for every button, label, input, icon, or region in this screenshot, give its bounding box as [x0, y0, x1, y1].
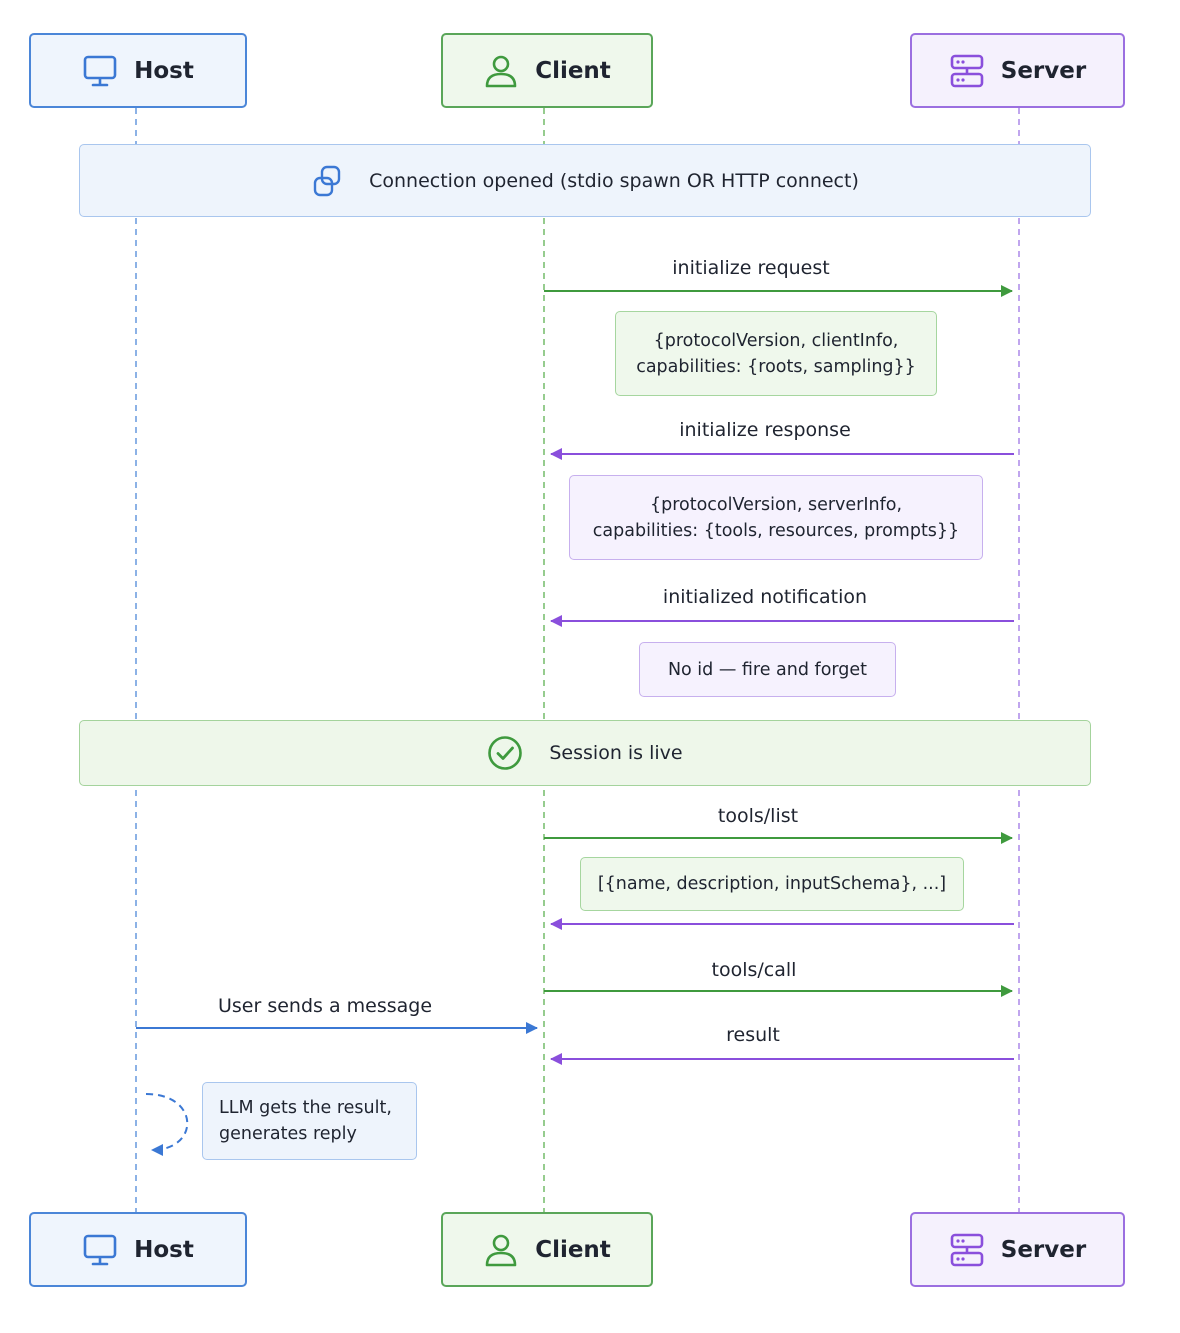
- note-line: capabilities: {roots, sampling}}: [636, 356, 916, 377]
- server-actor-top: Server: [910, 33, 1125, 108]
- user-message-label: User sends a message: [217, 995, 433, 1017]
- tools-list-label: tools/list: [717, 805, 799, 827]
- tools-call-label: tools/call: [711, 959, 797, 981]
- connection-label: Connection opened (stdio spawn OR HTTP c…: [369, 169, 859, 192]
- tools-list-note: [{name, description, inputSchema}, ...]: [580, 857, 964, 911]
- server-icon: [950, 54, 984, 87]
- link-icon: [313, 165, 341, 196]
- initialized-label: initialized notification: [662, 586, 868, 608]
- init-response-label: initialize response: [679, 419, 851, 441]
- check-circle-icon: [488, 736, 523, 770]
- init-response-note: {protocolVersion, serverInfo, capabiliti…: [569, 475, 983, 560]
- init-request-label: initialize request: [672, 257, 830, 279]
- server-actor-bottom: Server: [910, 1212, 1125, 1287]
- init-request-note: {protocolVersion, clientInfo, capabiliti…: [615, 311, 937, 396]
- client-label: Client: [535, 57, 611, 84]
- host-label: Host: [134, 57, 194, 84]
- monitor-icon: [83, 55, 117, 86]
- initialized-note: No id — fire and forget: [639, 642, 896, 697]
- session-label: Session is live: [549, 742, 683, 764]
- user-icon: [485, 55, 517, 87]
- client-label: Client: [535, 1236, 611, 1263]
- note-line: generates reply: [219, 1124, 357, 1144]
- server-label: Server: [1000, 57, 1087, 84]
- note-line: No id — fire and forget: [667, 659, 868, 680]
- note-line: {protocolVersion, serverInfo,: [649, 494, 903, 515]
- client-actor-bottom: Client: [441, 1212, 653, 1287]
- host-actor-bottom: Host: [29, 1212, 247, 1287]
- client-actor-top: Client: [441, 33, 653, 108]
- server-label: Server: [1000, 1236, 1087, 1263]
- self-loop-arrow: [145, 1093, 189, 1156]
- note-line: {protocolVersion, clientInfo,: [653, 330, 899, 351]
- server-icon: [950, 1233, 984, 1266]
- user-icon: [485, 1234, 517, 1266]
- host-label: Host: [134, 1236, 194, 1263]
- llm-note: LLM gets the result, generates reply: [202, 1082, 417, 1160]
- result-label: result: [726, 1024, 780, 1046]
- connection-band: Connection opened (stdio spawn OR HTTP c…: [79, 144, 1091, 217]
- monitor-icon: [83, 1234, 117, 1265]
- note-line: [{name, description, inputSchema}, ...]: [597, 874, 947, 894]
- note-line: LLM gets the result,: [219, 1098, 392, 1118]
- session-band: Session is live: [79, 720, 1091, 786]
- note-line: capabilities: {tools, resources, prompts…: [592, 520, 960, 541]
- host-actor-top: Host: [29, 33, 247, 108]
